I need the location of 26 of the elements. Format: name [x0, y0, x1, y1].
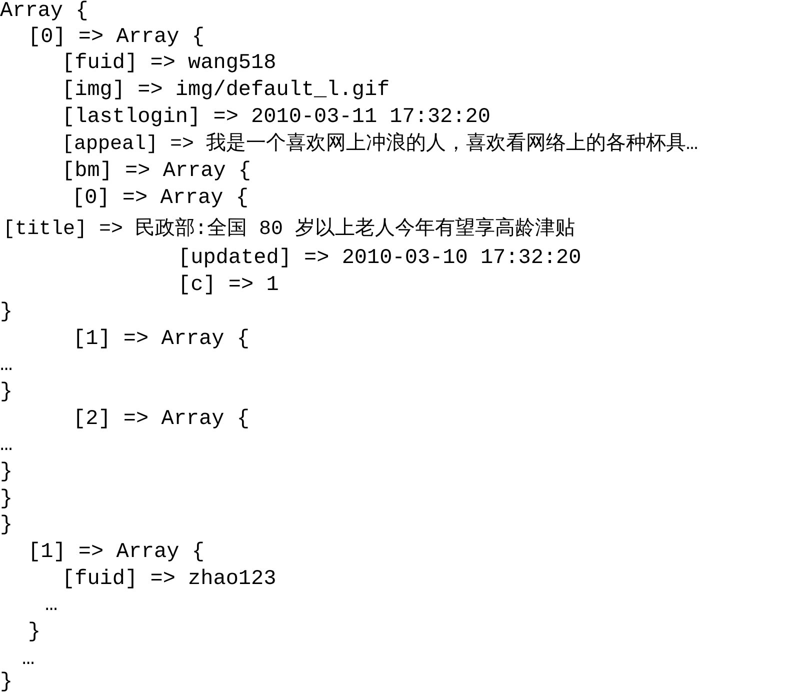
code-line: [fuid] => zhao123 [62, 568, 276, 592]
code-line: } [0, 381, 13, 405]
code-line: } [0, 514, 13, 538]
code-line: [2] => Array { [73, 408, 250, 432]
code-line: } [0, 671, 13, 695]
code-line: } [0, 461, 13, 485]
code-line: [bm] => Array { [62, 160, 252, 184]
code-line: [0] => Array { [72, 187, 248, 211]
code-line: } [28, 621, 41, 645]
code-line: } [0, 301, 13, 325]
code-line: [title] => 民政部:全国 80 岁以上老人今年有望享高龄津贴 [3, 218, 576, 242]
code-line: … [0, 354, 13, 378]
code-line: [fuid] => wang518 [62, 52, 276, 76]
code-line: [updated] => 2010-03-10 17:32:20 [178, 247, 582, 271]
code-line: [appeal] => 我是一个喜欢网上冲浪的人，喜欢看网络上的各种杯具… [62, 133, 698, 157]
code-line: … [0, 434, 13, 458]
code-line: [0] => Array { [28, 26, 204, 50]
code-line: Array { [0, 0, 88, 24]
code-line: … [22, 648, 35, 672]
code-line: } [0, 488, 13, 512]
code-line: [1] => Array { [28, 541, 204, 565]
code-line: [img] => img/default_l.gif [62, 79, 390, 103]
code-line: [c] => 1 [178, 274, 279, 298]
code-line: … [45, 594, 58, 618]
code-line: [lastlogin] => 2010-03-11 17:32:20 [62, 106, 490, 130]
code-line: [1] => Array { [73, 328, 250, 352]
